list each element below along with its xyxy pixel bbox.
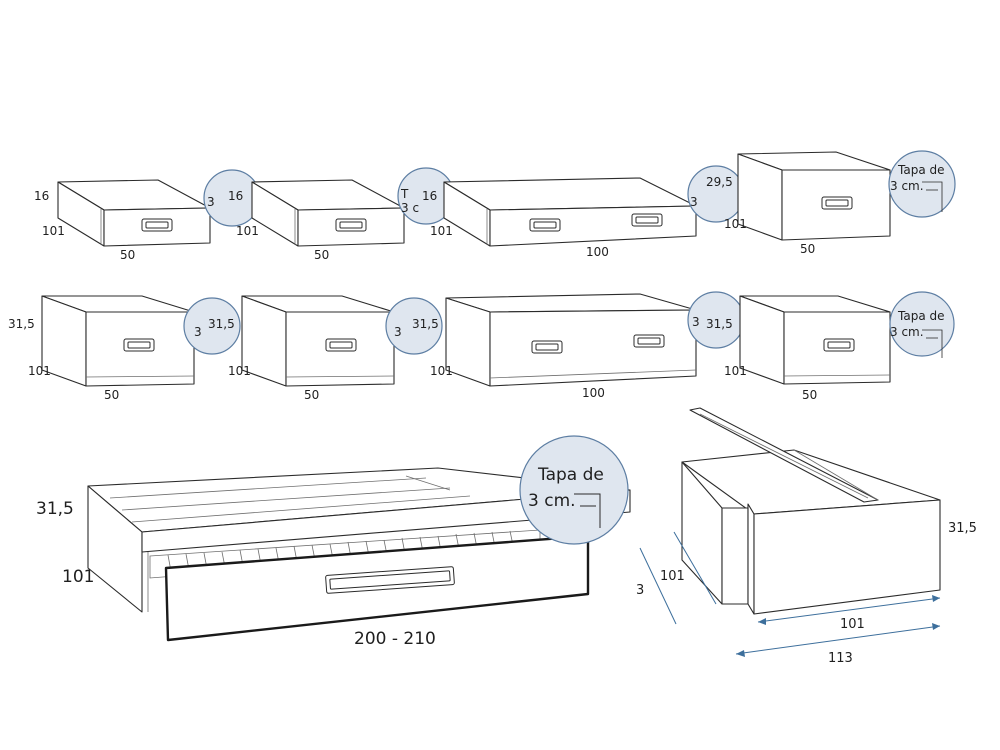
bubble-line2: 3 cm. [528, 491, 576, 511]
detail-bubble [183, 297, 241, 355]
dim-depth: 101 [28, 364, 51, 378]
drawer-tall-50-a: 3 31,5 101 50 [8, 295, 241, 402]
bubble-line2: 3 cm. [890, 325, 924, 339]
dim-height: 29,5 [706, 175, 733, 189]
drawer-tall-50-b: 3 31,5 101 50 [208, 295, 443, 402]
drawer-mid-50: Tapa de 3 cm. 29,5 101 50 [706, 150, 956, 256]
bed-with-trundle: Tapa de 3 cm. 31,5 101 200 - 210 [36, 435, 631, 649]
dim-depth: 101 [228, 364, 251, 378]
bubble-text: 3 [394, 325, 402, 339]
dim-height: 16 [422, 189, 437, 203]
dim-height: 16 [228, 189, 243, 203]
dim-width: 50 [104, 388, 119, 402]
detail-bubble [889, 291, 955, 357]
bubble-line2: 3 cm. [890, 179, 924, 193]
dim-side: 3 [636, 583, 644, 598]
bubble-line1: Tapa de [537, 465, 604, 485]
dim-height: 31,5 [208, 317, 235, 331]
dim-depth: 101 [236, 224, 259, 238]
dim-width: 50 [802, 388, 817, 402]
dim-height: 31,5 [412, 317, 439, 331]
detail-bubble [519, 435, 629, 545]
dim-height: 31,5 [36, 499, 74, 519]
bubble-text: 3 [692, 315, 700, 329]
dim-width: 200 - 210 [354, 629, 436, 649]
bubble-text: 3 [690, 195, 698, 209]
dim-height: 31,5 [948, 521, 977, 536]
dim-depth: 101 [430, 364, 453, 378]
bubble-text: 3 [194, 325, 202, 339]
dim-height: 31,5 [8, 317, 35, 331]
dim-depth: 101 [62, 567, 94, 587]
drawer-tall-100: 3 31,5 101 100 [412, 291, 745, 400]
drawer-low-50-a: 3 16 101 50 [34, 169, 261, 262]
dim-depth: 101 [724, 364, 747, 378]
bubble-line1: Tapa de [897, 309, 944, 323]
bubble-line1: Tapa de [897, 163, 944, 177]
dim-depth: 101 [42, 224, 65, 238]
dim-width: 50 [304, 388, 319, 402]
detail-bubble [385, 297, 443, 355]
dim-width: 100 [582, 386, 605, 400]
dim-height: 16 [34, 189, 49, 203]
dim-width: 50 [120, 248, 135, 262]
dim-depth: 101 [724, 217, 747, 231]
bubble-text: 3 [207, 195, 215, 209]
dim-front-width: 101 [840, 617, 865, 632]
dim-width: 50 [800, 242, 815, 256]
dim-depth: 101 [660, 569, 685, 584]
dim-height: 31,5 [706, 317, 733, 331]
dim-width: 50 [314, 248, 329, 262]
drawer-low-100: 3 16 101 100 [422, 165, 745, 259]
dim-total-width: 113 [828, 651, 853, 666]
drawer-tall-50-lid: Tapa de 3 cm. 31,5 101 50 [706, 291, 955, 402]
dim-depth: 101 [430, 224, 453, 238]
storage-chest-open: 31,5 101 3 101 113 [636, 407, 977, 666]
detail-bubble [888, 150, 956, 218]
dim-width: 100 [586, 245, 609, 259]
